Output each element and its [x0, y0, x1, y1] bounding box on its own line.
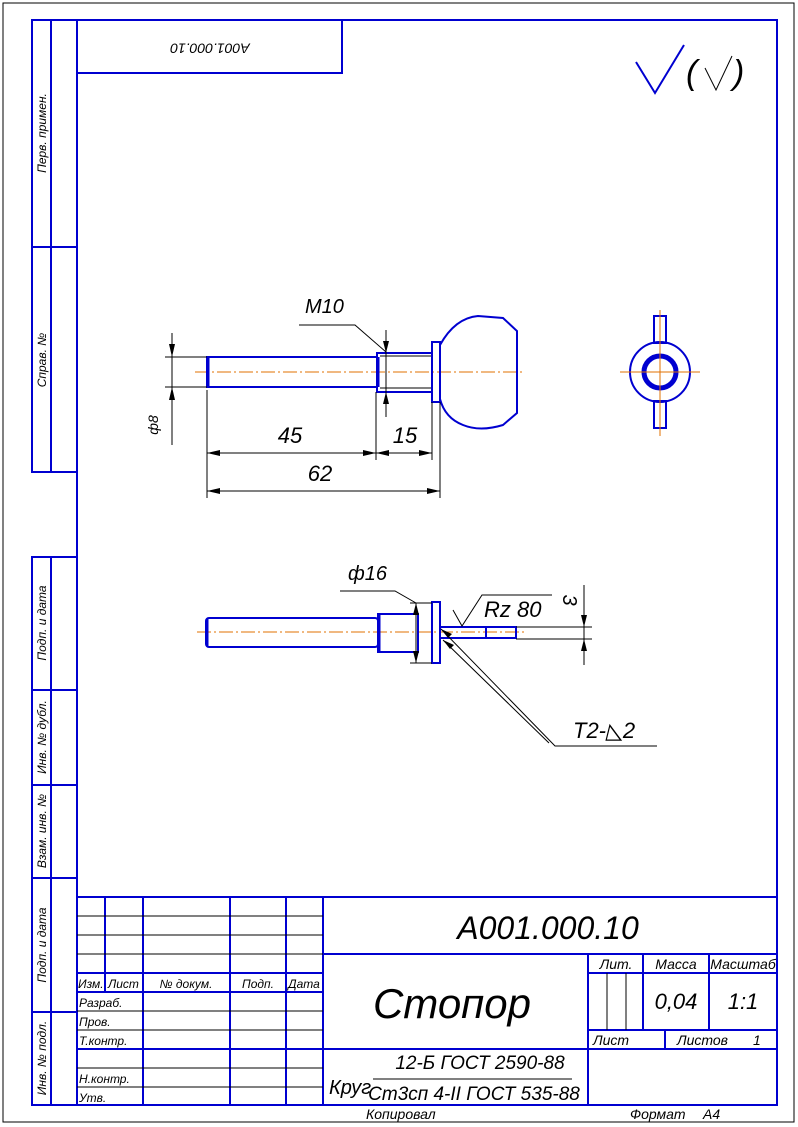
sheets-total: 1 [753, 1032, 761, 1048]
front-view: ф8 M10 45 15 62 [145, 296, 525, 498]
sheets-label: Листов [676, 1032, 728, 1048]
lit-label: Лит. [599, 956, 633, 972]
mirrored-designation-box: А001.000.10 [76, 19, 343, 74]
dim-diameter-flange: ф16 [348, 563, 388, 585]
part-name: Стопор [373, 980, 531, 1027]
mass-value: 0,04 [655, 989, 698, 1014]
mass-label: Масса [655, 956, 697, 972]
main-frame [76, 19, 778, 1106]
strip-label: Инв. № подл. [35, 1021, 49, 1095]
dim-length-thread: 15 [393, 423, 418, 448]
copied-label: Копировал [366, 1106, 436, 1122]
header-date: Дата [286, 977, 320, 991]
sheet-label: Лист [592, 1032, 629, 1048]
bottom-view: ф16 Rz 80 3 Т2-◺2 [197, 563, 657, 747]
format-value: А4 [702, 1106, 720, 1122]
material-numerator: 12-Б ГОСТ 2590-88 [395, 1053, 565, 1074]
dim-thread: M10 [305, 296, 344, 318]
role-norm-control: Н.контр. [79, 1072, 130, 1086]
strip-label: Инв. № дубл. [35, 700, 49, 774]
dim-length-shaft: 45 [278, 423, 303, 448]
side-strip: Перв. примен. Справ. № Подп. и дата Инв.… [31, 19, 78, 1106]
scale-label: Масштаб [710, 956, 777, 972]
weld-note: Т2-◺2 [573, 718, 635, 743]
mirrored-designation: А001.000.10 [170, 40, 251, 56]
side-view [620, 310, 700, 436]
dim-pin-offset: 3 [558, 594, 580, 605]
paren-close-icon: ) [729, 54, 744, 92]
role-approver: Утв. [78, 1091, 106, 1105]
dim-length-total: 62 [308, 461, 332, 486]
strip-label: Перв. примен. [35, 93, 49, 173]
strip-label: Справ. № [35, 333, 49, 388]
dim-diameter-shaft: ф8 [145, 415, 161, 435]
scale-value: 1:1 [728, 989, 759, 1014]
material-prefix: Круг [329, 1077, 371, 1099]
strip-label: Подп. и дата [35, 907, 49, 982]
material-denominator: Ст3сп 4-II ГОСТ 535-88 [368, 1084, 580, 1105]
roughness-value: Rz 80 [484, 597, 542, 622]
role-tech-control: Т.контр. [79, 1034, 127, 1048]
role-checker: Пров. [79, 1015, 111, 1029]
header-doc-no: № докум. [160, 977, 213, 991]
strip-label: Взам. инв. № [35, 794, 49, 868]
paren-open-icon: ( [686, 54, 701, 92]
header-sign: Подп. [242, 977, 274, 991]
role-developer: Разраб. [79, 996, 122, 1010]
title-block: Изм. Лист № докум. Подп. Дата Разраб. Пр… [77, 896, 777, 1105]
designation: А001.000.10 [455, 910, 639, 946]
header-list: Лист [107, 977, 139, 991]
roughness-symbol: ( ) [635, 44, 744, 95]
header-izm: Изм. [78, 977, 104, 991]
format-label: Формат [630, 1106, 686, 1122]
strip-label: Подп. и дата [35, 585, 49, 660]
